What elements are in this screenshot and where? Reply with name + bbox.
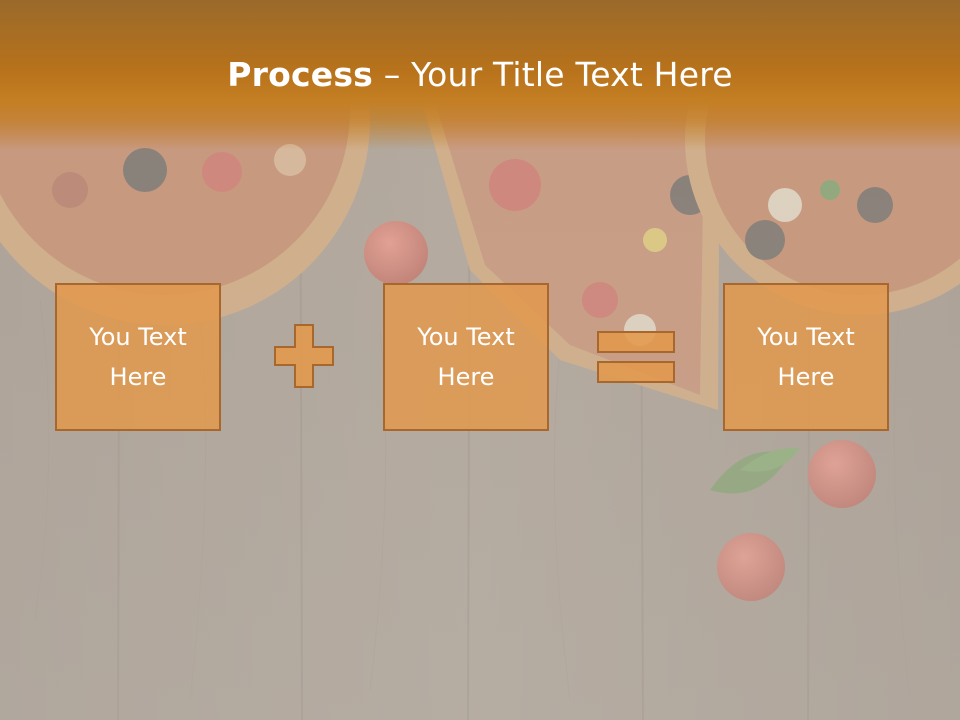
title-bar: [0, 0, 960, 150]
slide-title: Process – Your Title Text Here: [0, 52, 960, 98]
slide-title-bold: Process: [227, 55, 374, 94]
equals-icon: [597, 331, 675, 383]
process-box-2-text: You Text Here: [417, 323, 515, 391]
process-box-1-text: You Text Here: [89, 323, 187, 391]
plus-icon: [274, 324, 334, 388]
process-box-1[interactable]: You Text Here: [55, 283, 221, 431]
process-box-3-text: You Text Here: [757, 323, 855, 391]
process-box-2[interactable]: You Text Here: [383, 283, 549, 431]
slide-title-rest: – Your Title Text Here: [373, 55, 733, 94]
process-box-3[interactable]: You Text Here: [723, 283, 889, 431]
